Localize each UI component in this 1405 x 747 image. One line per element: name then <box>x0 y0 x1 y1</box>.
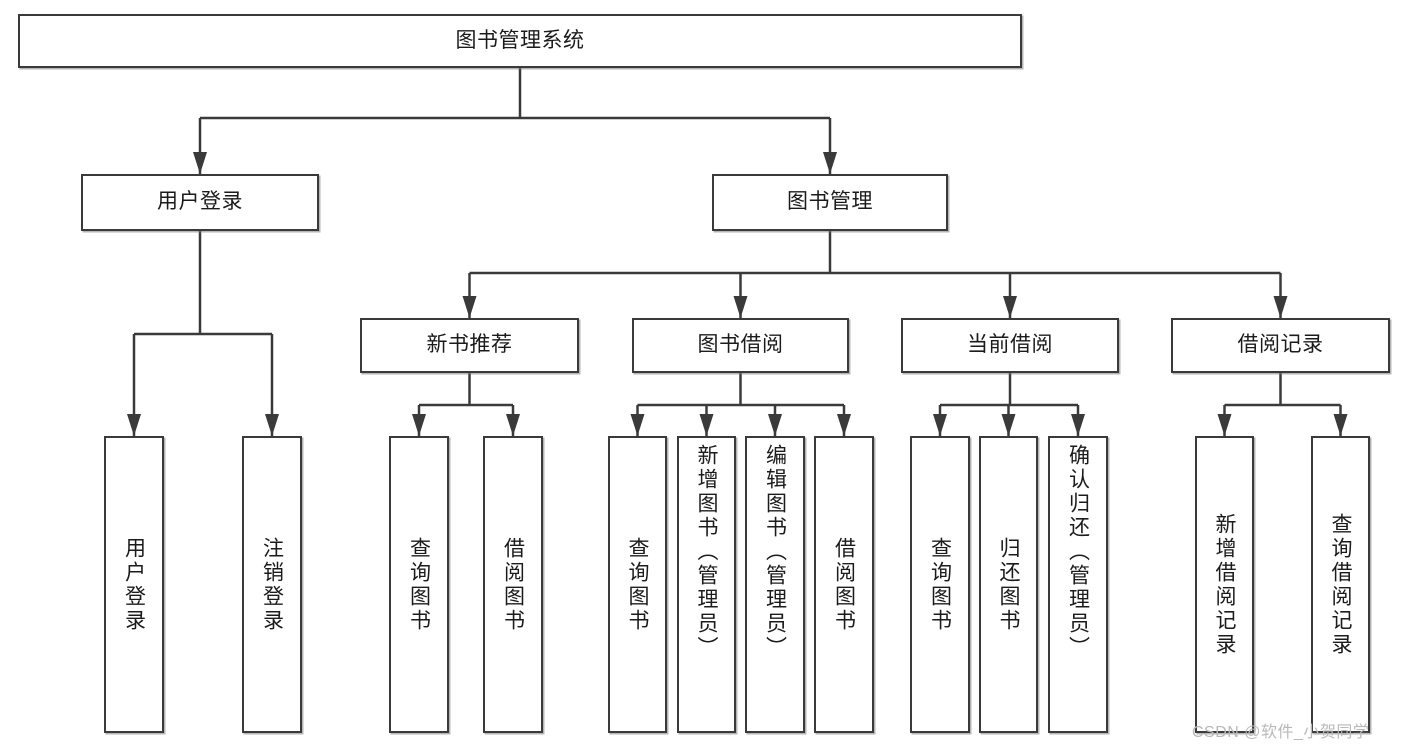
arrowhead <box>506 414 520 436</box>
node-user-login[interactable]: 用户登录 <box>81 174 319 231</box>
arrowhead <box>823 152 837 174</box>
node-leaf-add-record[interactable]: 新增借阅记录 <box>1195 436 1254 733</box>
node-label: 用户登录 <box>122 536 146 633</box>
node-book-manage[interactable]: 图书管理 <box>712 174 948 231</box>
arrowhead <box>837 414 851 436</box>
node-leaf-edit-book[interactable]: 编辑图书（管理员） <box>745 436 805 733</box>
node-current-borrow[interactable]: 当前借阅 <box>901 318 1119 373</box>
node-root[interactable]: 图书管理系统 <box>18 14 1022 68</box>
node-label: 新增图书（管理员） <box>695 444 718 660</box>
arrowhead <box>933 414 947 436</box>
node-label: 查询图书 <box>626 536 649 633</box>
node-label: 编辑图书（管理员） <box>763 444 787 660</box>
node-label: 确认归还（管理员） <box>1066 444 1090 660</box>
arrowhead <box>630 414 645 436</box>
node-label: 当前借阅 <box>967 333 1053 357</box>
node-label: 注销登录 <box>260 536 284 633</box>
node-label: 图书借阅 <box>697 333 784 357</box>
arrowhead <box>1071 414 1085 436</box>
node-leaf-return-book[interactable]: 归还图书 <box>979 436 1038 733</box>
node-leaf-query-book-2[interactable]: 查询图书 <box>608 436 667 733</box>
node-label: 归还图书 <box>997 536 1020 633</box>
node-new-book-recommend[interactable]: 新书推荐 <box>360 318 579 373</box>
node-label: 查询借阅记录 <box>1329 512 1352 657</box>
arrowhead <box>1333 414 1348 436</box>
node-label: 用户登录 <box>157 190 243 214</box>
arrowhead <box>733 296 748 318</box>
node-leaf-query-record[interactable]: 查询借阅记录 <box>1311 436 1370 733</box>
arrowhead <box>265 414 279 436</box>
arrowhead <box>1273 296 1288 318</box>
node-leaf-query-book-3[interactable]: 查询图书 <box>910 436 970 733</box>
node-label: 借阅图书 <box>501 536 525 633</box>
node-leaf-borrow-book-2[interactable]: 借阅图书 <box>814 436 874 733</box>
node-label: 新书推荐 <box>426 333 513 357</box>
arrowhead <box>412 414 426 436</box>
arrowhead <box>768 414 782 436</box>
node-book-borrow[interactable]: 图书借阅 <box>632 318 849 373</box>
node-label: 新增借阅记录 <box>1213 512 1236 657</box>
arrowhead <box>699 414 714 436</box>
watermark: CSDN @软件_小贺同学 <box>1192 724 1370 741</box>
node-label: 查询图书 <box>928 536 952 633</box>
node-label: 图书管理系统 <box>455 28 585 52</box>
node-label: 借阅记录 <box>1237 333 1324 357</box>
arrowhead <box>1001 414 1016 436</box>
node-leaf-confirm-return[interactable]: 确认归还（管理员） <box>1048 436 1108 733</box>
arrowhead <box>127 414 141 436</box>
arrowhead <box>462 296 477 318</box>
node-label: 借阅图书 <box>832 536 856 633</box>
node-leaf-add-book[interactable]: 新增图书（管理员） <box>677 436 736 733</box>
node-leaf-logout[interactable]: 注销登录 <box>242 436 302 733</box>
arrowhead <box>1003 296 1017 318</box>
node-label: 查询图书 <box>407 536 431 633</box>
arrowhead <box>193 152 207 174</box>
node-leaf-borrow-book-1[interactable]: 借阅图书 <box>483 436 543 733</box>
arrowhead <box>1217 414 1232 436</box>
node-leaf-user-login[interactable]: 用户登录 <box>104 436 164 733</box>
node-label: 图书管理 <box>787 190 873 214</box>
node-borrow-record[interactable]: 借阅记录 <box>1171 318 1390 373</box>
node-leaf-query-book-1[interactable]: 查询图书 <box>389 436 449 733</box>
